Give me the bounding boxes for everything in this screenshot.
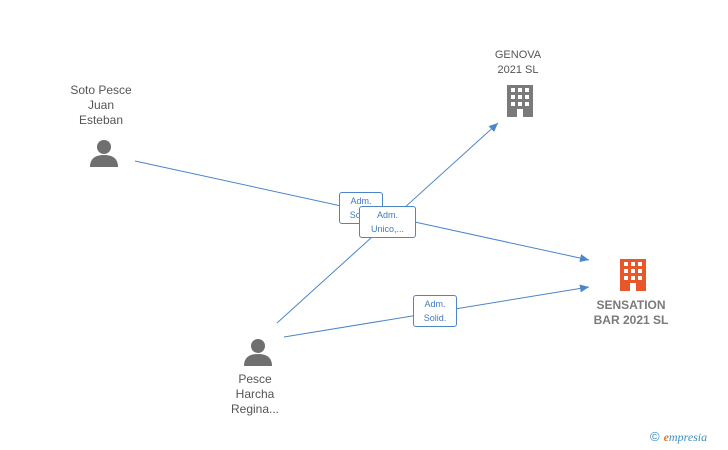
node-sensation-bar-2021-sl[interactable]: SENSATION BAR 2021 SL bbox=[578, 298, 684, 328]
edge-label-pesce-genova[interactable]: Adm. Unico,... bbox=[359, 206, 416, 238]
person-icon bbox=[244, 339, 272, 366]
node-label: Soto Pesce Juan Esteban bbox=[70, 83, 132, 127]
copyright-icon: © bbox=[650, 429, 660, 444]
edge-label-pesce-sensation[interactable]: Adm. Solid. bbox=[413, 295, 457, 327]
node-label: SENSATION BAR 2021 SL bbox=[593, 298, 669, 327]
node-pesce-harcha-regina[interactable]: Pesce Harcha Regina... bbox=[210, 372, 300, 417]
brand-logo: empresia bbox=[663, 430, 708, 444]
empresia-watermark: ©empresia bbox=[650, 429, 707, 445]
node-label: GENOVA 2021 SL bbox=[494, 49, 542, 76]
node-genova-2021-sl[interactable]: GENOVA 2021 SL bbox=[478, 48, 558, 78]
building-icon bbox=[507, 85, 533, 117]
building-icon bbox=[620, 259, 646, 291]
person-icon bbox=[90, 140, 118, 167]
node-soto-pesce-juan-esteban[interactable]: Soto Pesce Juan Esteban bbox=[56, 83, 146, 128]
node-label: Pesce Harcha Regina... bbox=[230, 372, 280, 416]
